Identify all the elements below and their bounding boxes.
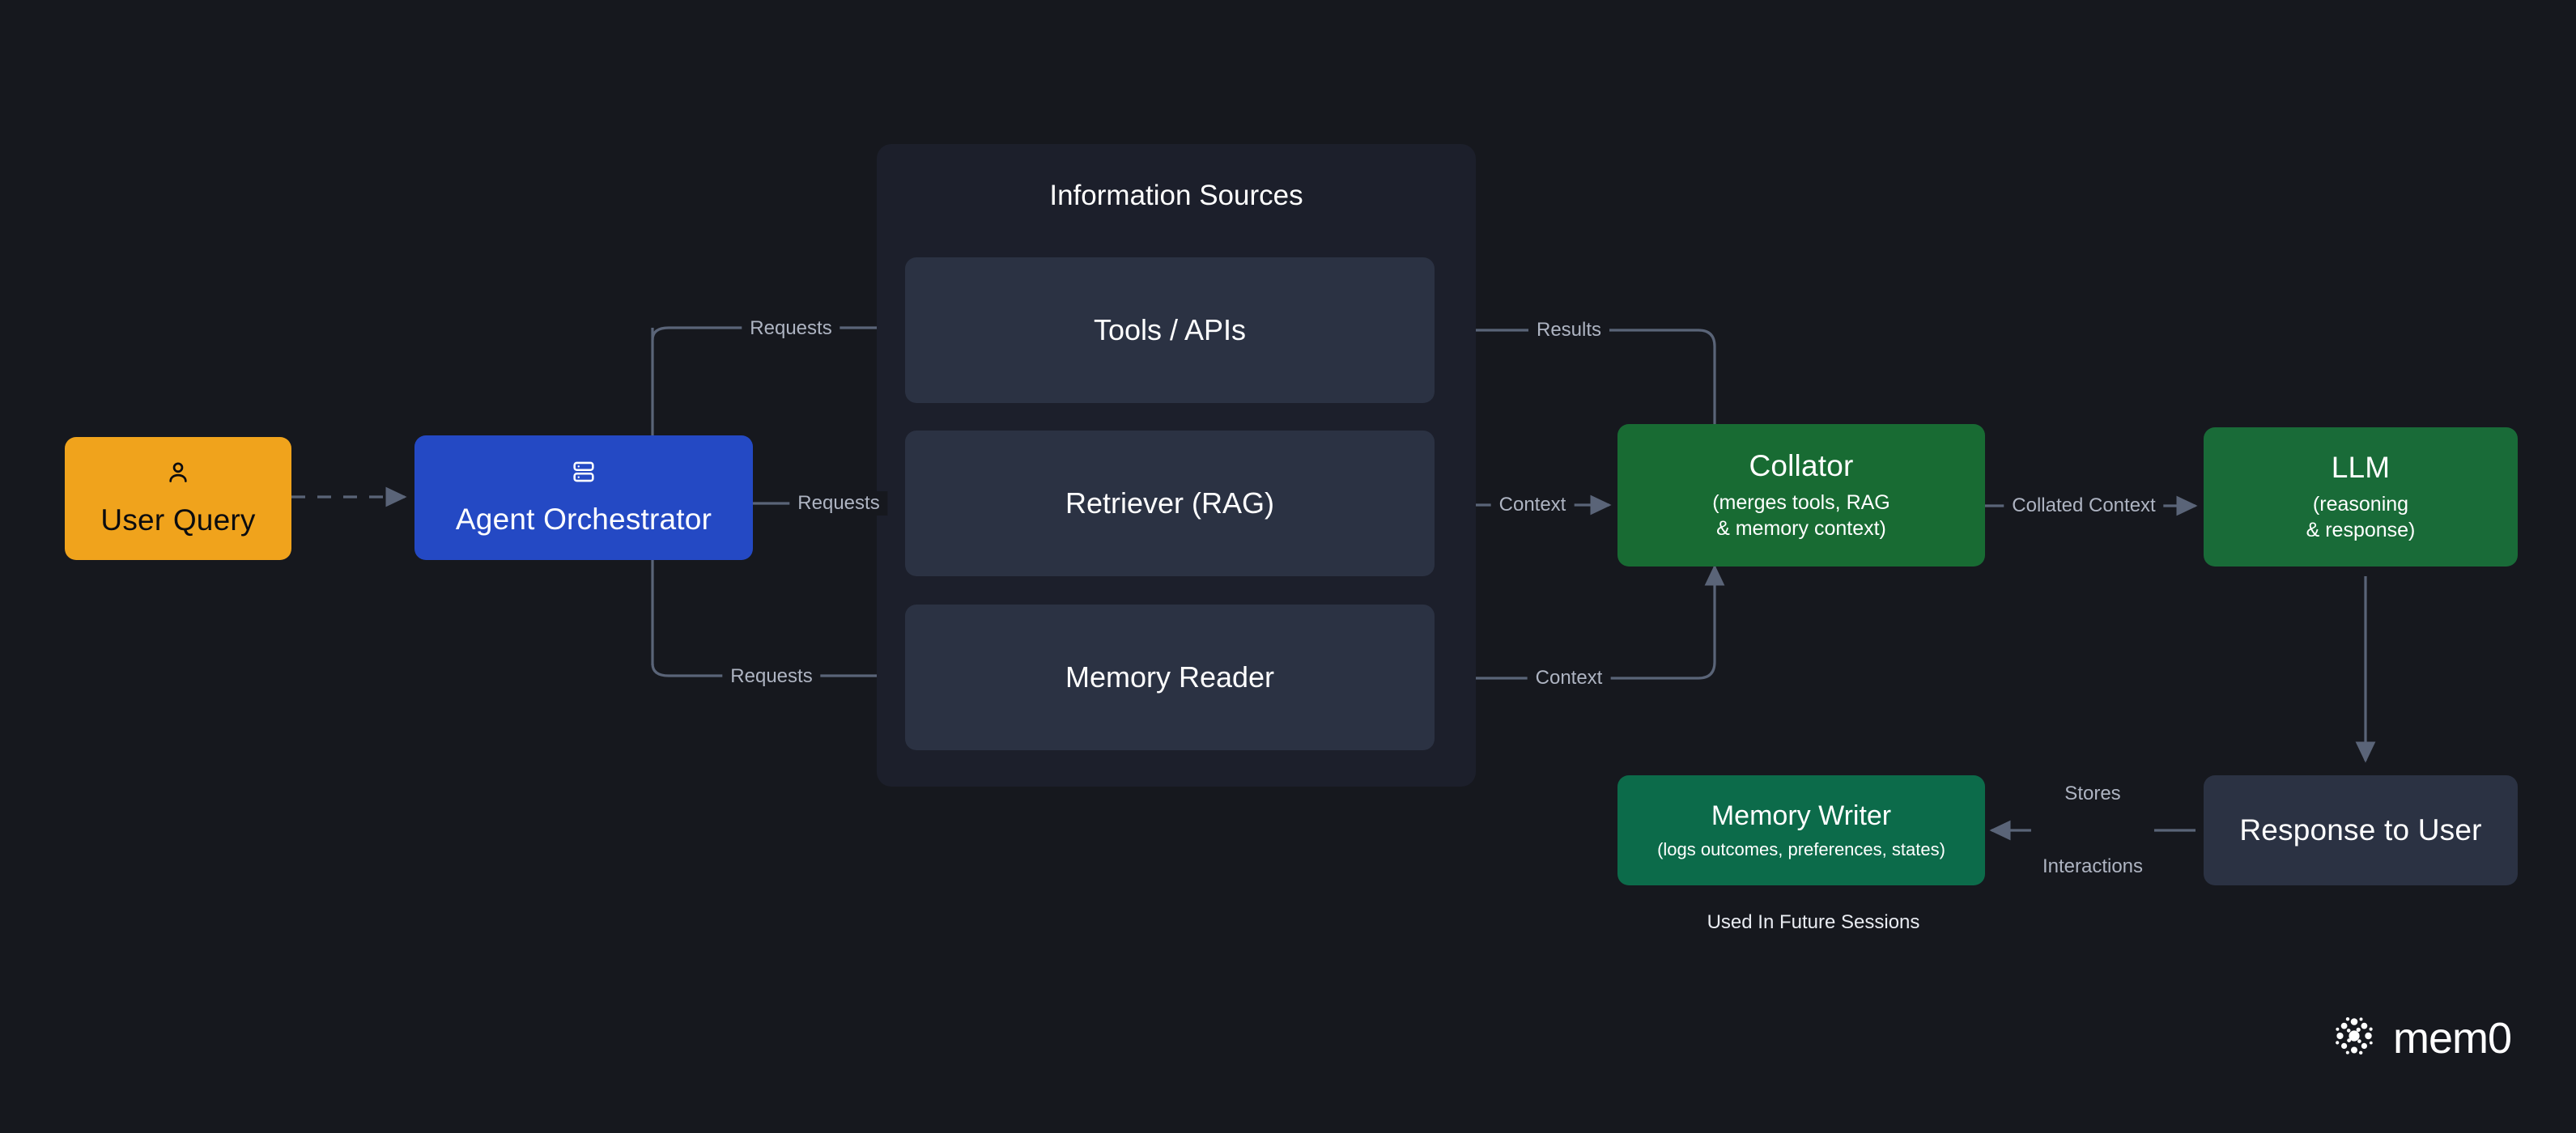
memory-reader-label: Memory Reader bbox=[1065, 660, 1275, 694]
node-memory-reader[interactable]: Memory Reader bbox=[905, 605, 1435, 750]
node-llm[interactable]: LLM (reasoning & response) bbox=[2204, 427, 2518, 566]
used-in-future-sessions-caption: Used In Future Sessions bbox=[1707, 911, 1920, 933]
memory-writer-sublabel: (logs outcomes, preferences, states) bbox=[1657, 838, 1945, 859]
edge-label-results: Results bbox=[1528, 318, 1610, 342]
edge-tools-to-collator bbox=[1438, 329, 1725, 493]
stores-line-2: Interactions bbox=[2042, 855, 2144, 877]
retriever-rag-label: Retriever (RAG) bbox=[1065, 486, 1275, 520]
node-response-to-user[interactable]: Response to User bbox=[2204, 775, 2518, 885]
edge-label-requests-rag: Requests bbox=[789, 491, 888, 516]
node-tools-apis[interactable]: Tools / APIs bbox=[905, 257, 1435, 403]
node-user-query[interactable]: User Query bbox=[65, 437, 291, 560]
edge-label-context-rag: Context bbox=[1490, 493, 1575, 517]
edge-agent-to-tools-h bbox=[651, 317, 904, 341]
edge-label-collated-context: Collated Context bbox=[2004, 494, 2164, 518]
server-stack-icon bbox=[570, 458, 597, 490]
collator-label: Collator bbox=[1749, 448, 1854, 482]
edge-memory-to-collator bbox=[1438, 564, 1725, 680]
llm-sublabel: (reasoning & response) bbox=[2306, 493, 2416, 542]
node-collator[interactable]: Collator (merges tools, RAG & memory con… bbox=[1617, 424, 1985, 566]
user-icon bbox=[164, 459, 192, 490]
stores-line-1: Stores bbox=[2064, 783, 2121, 804]
edge-label-context-memory: Context bbox=[1527, 666, 1611, 690]
edge-label-requests-tools: Requests bbox=[742, 316, 840, 341]
response-to-user-label: Response to User bbox=[2239, 813, 2482, 847]
edge-label-stores-interactions: Stores Interactions bbox=[2030, 733, 2155, 927]
collator-sublabel: (merges tools, RAG & memory context) bbox=[1712, 491, 1890, 541]
brand-logo: mem0 bbox=[2332, 1013, 2512, 1063]
edge-agent-to-memory-h bbox=[651, 663, 904, 686]
agent-orchestrator-label: Agent Orchestrator bbox=[455, 503, 712, 537]
node-memory-writer[interactable]: Memory Writer (logs outcomes, preference… bbox=[1617, 775, 1985, 885]
user-query-label: User Query bbox=[100, 503, 256, 537]
information-sources-title: Information Sources bbox=[1049, 180, 1303, 211]
brand-name: mem0 bbox=[2393, 1013, 2512, 1063]
mem0-dots-icon bbox=[2332, 1013, 2377, 1063]
node-agent-orchestrator[interactable]: Agent Orchestrator bbox=[414, 435, 753, 560]
tools-apis-label: Tools / APIs bbox=[1093, 313, 1247, 346]
memory-writer-label: Memory Writer bbox=[1711, 800, 1892, 831]
node-retriever-rag[interactable]: Retriever (RAG) bbox=[905, 431, 1435, 576]
edge-label-requests-memory: Requests bbox=[722, 664, 821, 689]
llm-label: LLM bbox=[2331, 450, 2391, 484]
